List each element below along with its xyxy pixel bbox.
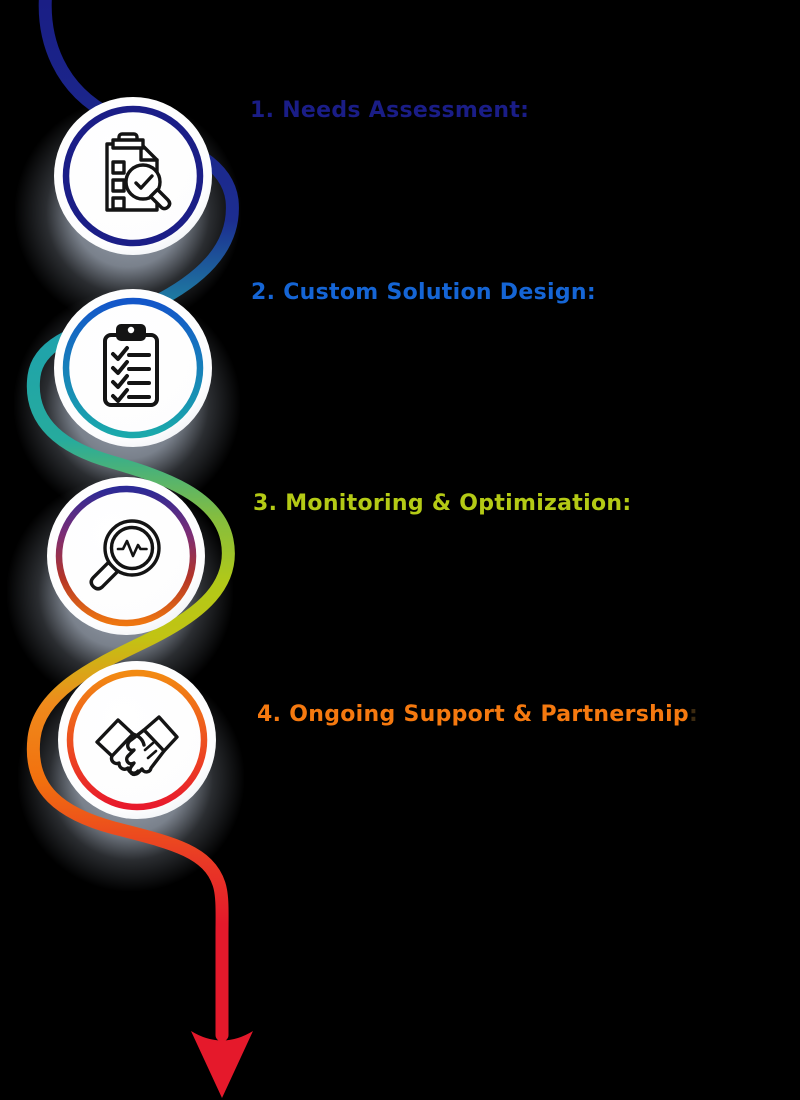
handshake-icon <box>95 715 179 777</box>
step-3-ring <box>55 485 197 627</box>
step-1-title: 1. Needs Assessment: <box>250 98 530 123</box>
step-1-badge <box>54 97 212 255</box>
magnifier-pulse-icon <box>89 519 161 591</box>
flow-curve-path <box>26 0 239 1042</box>
step-2-title: 2. Custom Solution Design: <box>251 280 596 305</box>
step-3-badge <box>47 477 205 635</box>
step-4-title-colon: : <box>688 702 699 727</box>
clipboard-checklist-icon <box>103 324 159 407</box>
flow-arrowhead-icon <box>191 1031 253 1098</box>
step-4-ring <box>66 669 208 811</box>
clipboard-magnifier-check-icon <box>105 132 172 212</box>
step-4-title: 4. Ongoing Support & Partnership: <box>257 704 698 726</box>
step-3-title: 3. Monitoring & Optimization: <box>253 491 632 516</box>
step-4-badge <box>58 661 216 819</box>
step-4-title-text: 4. Ongoing Support & Partnership <box>257 702 689 727</box>
step-2-badge <box>54 289 212 447</box>
step-2-ring <box>62 297 204 439</box>
step-1-ring <box>62 105 204 247</box>
